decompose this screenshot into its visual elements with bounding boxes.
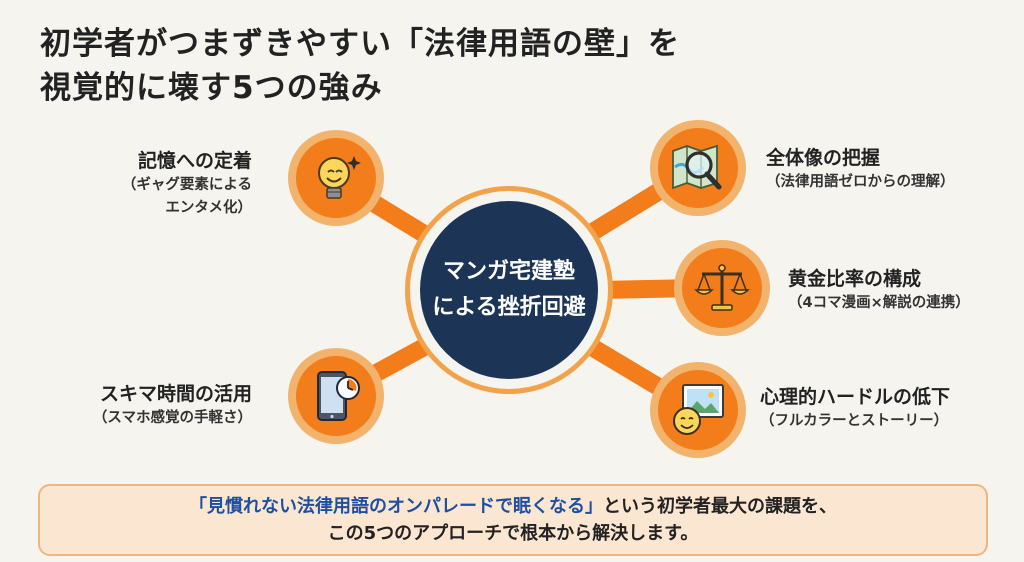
- label-psychology: 心理的ハードルの低下 （フルカラーとストーリー）: [760, 384, 950, 433]
- smartphone-clock-icon: [317, 371, 360, 421]
- title-line-2: 視覚的に壊す5つの強み: [40, 70, 383, 106]
- balance-scale-icon: [694, 264, 750, 311]
- node-golden-ratio: [674, 240, 770, 336]
- picture-smile-icon: [673, 384, 724, 435]
- page-title: 初学者がつまずきやすい「法律用語の壁」を 視覚的に壊す5つの強み: [40, 22, 680, 110]
- summary-line-2: この5つのアプローチで根本から解決します。: [327, 523, 699, 544]
- memory-sub-2: エンタメ化）: [165, 200, 252, 216]
- golden-ratio-title: 黄金比率の構成: [788, 268, 922, 290]
- psychology-sub-1: （フルカラーとストーリー）: [760, 413, 949, 429]
- summary-line-1-rest: という初学者最大の課題を、: [603, 496, 837, 517]
- spare-time-sub-1: （スマホ感覚の手軽さ）: [92, 410, 252, 426]
- summary-banner: 「見慣れない法律用語のオンパレードで眠くなる」という初学者最大の課題を、 この5…: [38, 484, 988, 556]
- summary-line-1: 「見慣れない法律用語のオンパレードで眠くなる」という初学者最大の課題を、: [189, 493, 837, 520]
- hub-line-1: マンガ宅建塾: [442, 259, 575, 284]
- node-spare-time: [288, 348, 384, 444]
- golden-ratio-sub-1: （4コマ漫画×解説の連携）: [788, 295, 970, 311]
- lightbulb-icon: [318, 156, 361, 199]
- label-spare-time: スキマ時間の活用 （スマホ感覚の手軽さ）: [93, 381, 252, 430]
- title-line-1: 初学者がつまずきやすい「法律用語の壁」を: [40, 26, 680, 62]
- node-overview: [650, 120, 746, 216]
- summary-highlight: 「見慣れない法律用語のオンパレードで眠くなる」: [189, 496, 603, 517]
- psychology-title: 心理的ハードルの低下: [760, 386, 951, 408]
- label-golden-ratio: 黄金比率の構成 （4コマ漫画×解説の連携）: [788, 266, 970, 315]
- node-psychology: [650, 362, 746, 458]
- map-magnifier-icon: [672, 144, 722, 190]
- hub-line-2: による挫折回避: [432, 295, 586, 320]
- overview-sub-1: （法律用語ゼロからの理解）: [766, 174, 955, 190]
- spare-time-title: スキマ時間の活用: [99, 383, 252, 405]
- label-memory: 記憶への定着 （ギャグ要素による エンタメ化）: [122, 148, 252, 220]
- central-hub: マンガ宅建塾 による挫折回避: [405, 186, 613, 394]
- node-memory: [288, 130, 384, 226]
- hub-core: マンガ宅建塾 による挫折回避: [420, 201, 598, 379]
- overview-title: 全体像の把握: [766, 147, 881, 169]
- memory-title: 記憶への定着: [137, 150, 252, 172]
- label-overview: 全体像の把握 （法律用語ゼロからの理解）: [766, 145, 955, 194]
- memory-sub-1: （ギャグ要素による: [121, 177, 252, 193]
